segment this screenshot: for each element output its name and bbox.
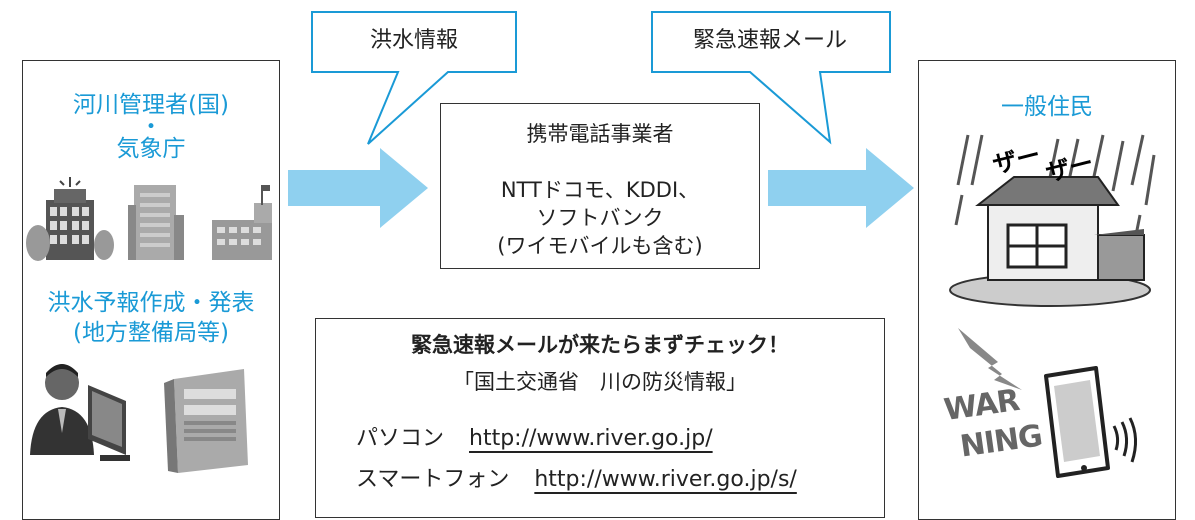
carrier-box-content: 携帯電話事業者 NTTドコモ、KDDI、 ソフトバンク (ワイモバイルも含む) (440, 120, 760, 260)
smartphone-icon (1044, 366, 1110, 478)
government-buildings-icon (26, 177, 272, 261)
carrier-title: 携帯電話事業者 (526, 122, 674, 146)
carrier-line2: ソフトバンク (536, 206, 664, 230)
operator-at-computer-icon (30, 364, 248, 473)
carrier-line1: NTTドコモ、KDDI、 (500, 178, 700, 202)
building-1-icon (26, 177, 114, 261)
agency-name-line2: 気象庁 (116, 136, 186, 162)
warning-phone-icon (958, 328, 1137, 478)
sp-url-link[interactable]: http://www.river.go.jp/s/ (534, 467, 797, 492)
agency-name-line1: 河川管理者(国) (73, 92, 229, 118)
alert-mail-label: 緊急速報メール (692, 28, 847, 53)
pc-label: パソコン (356, 426, 445, 451)
server-icon (164, 369, 248, 473)
left-panel-title: 河川管理者(国) ・ 気象庁 (22, 90, 280, 164)
flood-info-label: 洪水情報 (369, 28, 458, 53)
building-2-icon (128, 185, 184, 260)
pc-url-link[interactable]: http://www.river.go.jp/ (469, 426, 713, 451)
building-3-icon (212, 185, 272, 260)
carrier-box (440, 103, 760, 269)
flood-info-bubble (311, 11, 517, 145)
monitor-icon (88, 385, 130, 461)
person-icon (30, 364, 94, 455)
info-headline: 緊急速報メールが来たらまずチェック！ (411, 333, 789, 357)
lightning-icon (958, 328, 1022, 390)
house-icon (949, 176, 1151, 307)
vibration-icon (1112, 417, 1137, 463)
sp-label: スマートフォン (356, 467, 510, 492)
forecast-title: 洪水予報作成・発表 (地方整備局等) (22, 288, 280, 348)
house-in-rain-icon (949, 134, 1156, 307)
arrow-to-residents-icon (768, 148, 914, 228)
forecast-line2: (地方整備局等) (73, 320, 229, 346)
pc-link-row: パソコン http://www.river.go.jp/ (356, 424, 713, 454)
info-site-name: 「国土交通省 川の防災情報」 (453, 370, 747, 394)
arrow-to-carrier-icon (288, 148, 428, 228)
residents-title: 一般住民 (1001, 94, 1093, 120)
sp-link-row: スマートフォン http://www.river.go.jp/s/ (356, 465, 797, 495)
carrier-line3: (ワイモバイルも含む) (497, 234, 703, 258)
agency-dot: ・ (139, 114, 163, 140)
alert-mail-bubble (651, 11, 891, 145)
forecast-line1: 洪水予報作成・発表 (47, 290, 255, 316)
